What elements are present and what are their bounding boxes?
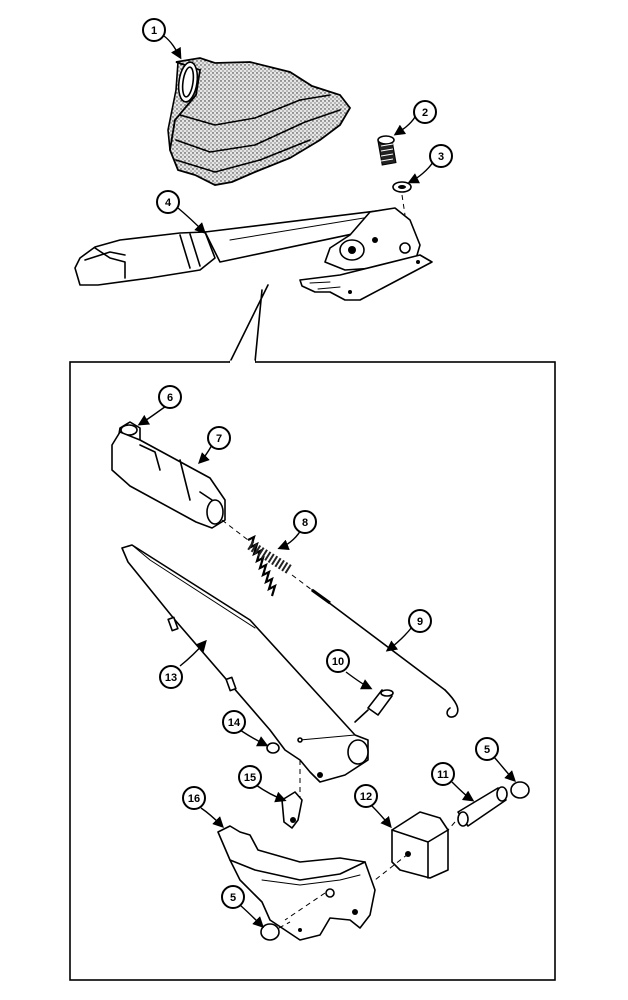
release-rod-part [311, 588, 459, 718]
rubber-boot-part [167, 57, 352, 186]
callout-1: 1 [142, 18, 166, 42]
pin-part [354, 689, 394, 723]
o-ring-part [266, 742, 280, 754]
callout-6: 6 [158, 385, 182, 409]
callout-14: 14 [222, 710, 246, 734]
callout-16: 16 [182, 786, 206, 810]
spring-part [247, 534, 293, 597]
callout-12: 12 [354, 784, 378, 808]
svg-text:5: 5 [230, 892, 236, 904]
svg-text:13: 13 [165, 672, 177, 684]
snap-ring-lower-part [260, 923, 280, 941]
callout-13: 13 [159, 665, 183, 689]
svg-text:9: 9 [417, 616, 423, 628]
callout-8: 8 [293, 510, 317, 534]
svg-text:7: 7 [216, 433, 222, 445]
svg-text:8: 8 [302, 517, 308, 529]
svg-text:15: 15 [244, 772, 256, 784]
pivot-block-part [374, 811, 449, 881]
callout-11: 11 [431, 762, 455, 786]
svg-text:11: 11 [437, 769, 449, 781]
callout-10: 10 [326, 649, 350, 673]
svg-text:4: 4 [165, 197, 172, 209]
callout-4: 4 [156, 190, 180, 214]
bushing-part [457, 786, 508, 827]
svg-text:14: 14 [228, 717, 241, 729]
snap-ring-upper-part [510, 781, 530, 799]
lever-arm-part [121, 544, 369, 800]
bolt-part [377, 135, 397, 166]
callout-5-upper: 5 [475, 737, 499, 761]
pawl-part [281, 791, 303, 829]
callout-2: 2 [413, 100, 437, 124]
callout-9: 9 [408, 609, 432, 633]
callout-5-lower: 5 [221, 885, 245, 909]
callout-15: 15 [238, 765, 262, 789]
washer-part [392, 181, 412, 193]
svg-text:6: 6 [167, 392, 173, 404]
svg-text:3: 3 [438, 151, 444, 163]
callout-3: 3 [429, 144, 453, 168]
svg-text:5: 5 [484, 744, 490, 756]
detail-view-frame [69, 361, 556, 981]
svg-text:16: 16 [188, 793, 200, 805]
svg-text:1: 1 [151, 25, 157, 37]
svg-text:2: 2 [422, 107, 428, 119]
callout-7: 7 [207, 426, 231, 450]
hand-brake-lever-part [74, 207, 433, 301]
svg-text:12: 12 [360, 791, 372, 803]
svg-text:10: 10 [332, 656, 344, 668]
mounting-bracket-part [217, 825, 376, 941]
grip-sleeve-part [111, 431, 226, 529]
